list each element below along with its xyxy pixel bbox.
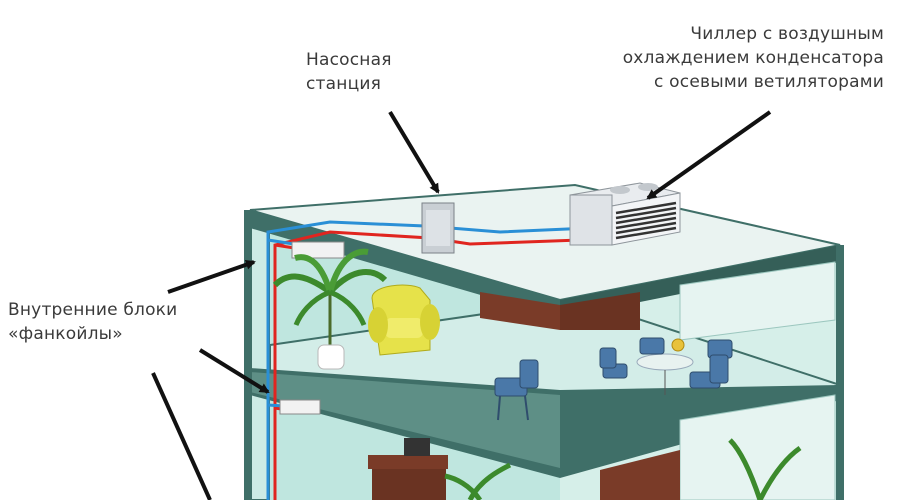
bottom-arrow (153, 373, 210, 500)
pump-station-label-line2: станция (306, 72, 392, 96)
fancoil-lower (280, 400, 320, 414)
fancoil-label: Внутренние блоки «фанкойлы» (8, 298, 177, 346)
chiller-arrow (648, 112, 770, 198)
monitor (404, 438, 430, 456)
pump-station-label-line1: Насосная (306, 48, 392, 72)
desk (368, 455, 448, 469)
pump-arrow (390, 112, 438, 192)
fancoil-label-line2: «фанкойлы» (8, 322, 177, 346)
pump-station (422, 203, 454, 253)
chiller-label-line1: Чиллер с воздушным (560, 22, 884, 46)
chiller-label-line3: с осевыми ветиляторами (560, 70, 884, 94)
fancoil-label-line1: Внутренние блоки (8, 298, 177, 322)
chiller-label: Чиллер с воздушным охлаждением конденсат… (560, 22, 884, 94)
chiller-label-line2: охлаждением конденсатора (560, 46, 884, 70)
fancoil-upper-arrow (168, 262, 254, 292)
pump-station-label: Насосная станция (306, 48, 392, 96)
